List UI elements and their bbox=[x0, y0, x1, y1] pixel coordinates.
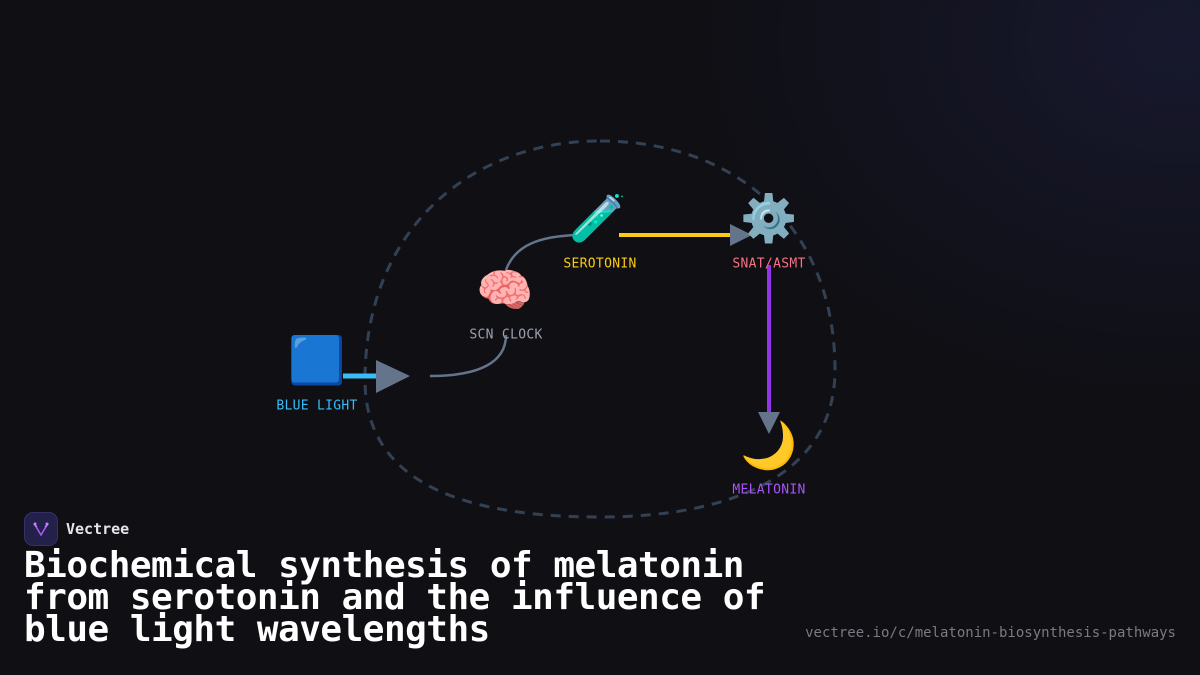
page-title: Biochemical synthesis of melatonin from … bbox=[24, 545, 824, 650]
node-label-blue-light: BLUE LIGHT bbox=[276, 398, 358, 414]
vectree-logo-icon bbox=[24, 512, 58, 546]
arrowhead-melatonin bbox=[758, 412, 780, 434]
brand: Vectree bbox=[24, 512, 129, 546]
title-line: blue light wavelengths bbox=[24, 609, 490, 650]
arrowhead-snat bbox=[730, 224, 752, 246]
gear-icon: ⚙️ bbox=[740, 191, 798, 245]
node-label-serotonin: SEROTONIN bbox=[563, 256, 637, 272]
brand-name: Vectree bbox=[66, 520, 130, 538]
source-url: vectree.io/c/melatonin-biosynthesis-path… bbox=[805, 625, 1176, 641]
node-label-melatonin: MELATONIN bbox=[732, 482, 806, 498]
title-line: from serotonin and the influence of bbox=[24, 577, 766, 618]
edge-scn-serotonin bbox=[504, 233, 579, 271]
blue-square-icon: 🟦 bbox=[288, 333, 346, 387]
edge-to-scn bbox=[429, 334, 508, 378]
test-tube-icon: 🧪 bbox=[569, 191, 627, 245]
title-line: Biochemical synthesis of melatonin bbox=[24, 545, 744, 586]
circadian-loop bbox=[363, 139, 837, 519]
crescent-moon-icon: 🌙 bbox=[740, 418, 798, 472]
node-label-scn-clock: SCN CLOCK bbox=[469, 327, 543, 343]
brain-icon: 🧠 bbox=[476, 263, 534, 317]
node-label-snat-asmt: SNAT/ASMT bbox=[732, 256, 806, 272]
arrowhead-blue-light bbox=[376, 360, 410, 393]
